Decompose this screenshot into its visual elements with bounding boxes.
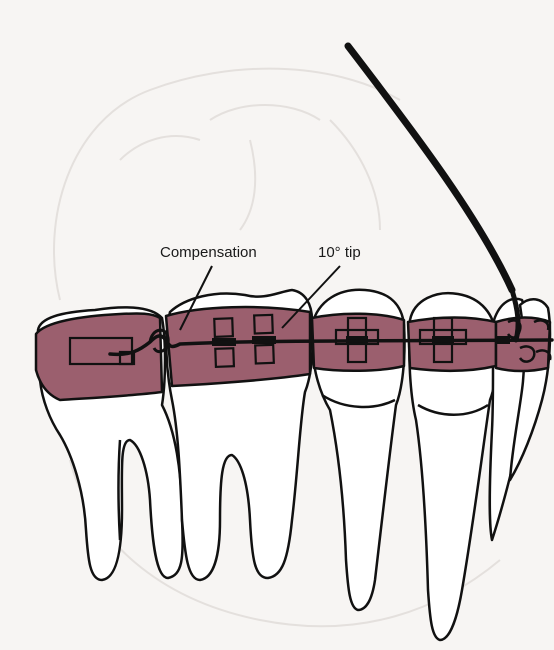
tip-label: 10° tip <box>318 244 361 261</box>
molar-band <box>36 313 162 400</box>
premolar-band-2 <box>166 307 310 386</box>
incisor-band <box>496 318 550 372</box>
compensation-label: Compensation <box>160 244 257 261</box>
